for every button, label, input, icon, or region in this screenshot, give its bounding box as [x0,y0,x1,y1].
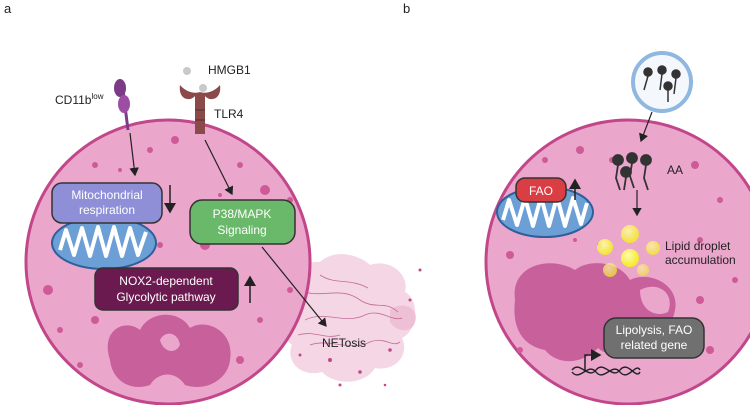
svg-text:related gene: related gene [621,338,688,352]
svg-text:NOX2-dependent: NOX2-dependent [119,274,213,288]
lipid-vesicle [631,51,693,113]
svg-text:respiration: respiration [79,203,135,217]
lipid-droplet-label-1: Lipid droplet [665,239,731,253]
lipid-droplet-label-2: accumulation [665,253,736,267]
svg-text:Mitochondrial: Mitochondrial [71,188,142,202]
arrow-vesicle-to-aa [639,111,653,143]
svg-text:Signaling: Signaling [217,223,266,237]
mitochondrial-respiration-box: Mitochondrial respiration [51,182,163,224]
panel-a: a [4,1,422,405]
net-cloud [283,254,422,387]
panel-b-letter: b [403,1,410,16]
gene-promoter-arrow [584,349,602,372]
panel-b: b [403,1,750,405]
panel-a-letter: a [4,1,12,16]
cd11b-label: CD11blow [55,92,104,107]
aa-molecules [612,152,652,191]
svg-text:Glycolytic pathway: Glycolytic pathway [116,290,215,304]
tlr4-receptor [179,67,221,134]
nucleus-a [107,314,231,388]
lipid-droplets [597,225,660,277]
arrow-p38-to-netosis [261,246,327,327]
netosis-label: NETosis [322,336,366,350]
p38-mapk-box: P38/MAPK Signaling [189,199,296,245]
aa-label: AA [667,163,683,177]
arrow-tlr4-to-p38 [204,139,234,196]
hmgb1-label: HMGB1 [208,63,251,77]
arrow-cd11b-to-mito [129,132,139,177]
svg-text:P38/MAPK: P38/MAPK [213,207,272,221]
fao-box: FAO [515,177,567,203]
mitochondrion-a [51,216,157,270]
dna-helix [571,366,641,376]
svg-text:FAO: FAO [529,184,553,198]
svg-text:Lipolysis, FAO: Lipolysis, FAO [616,323,693,337]
hmgb1-ligand [183,67,191,75]
cd11b-receptor [114,79,130,131]
lipolysis-fao-gene-box: Lipolysis, FAO related gene [603,317,705,359]
nox2-glycolytic-box: NOX2-dependent Glycolytic pathway [94,267,239,311]
tlr4-label: TLR4 [214,107,244,121]
